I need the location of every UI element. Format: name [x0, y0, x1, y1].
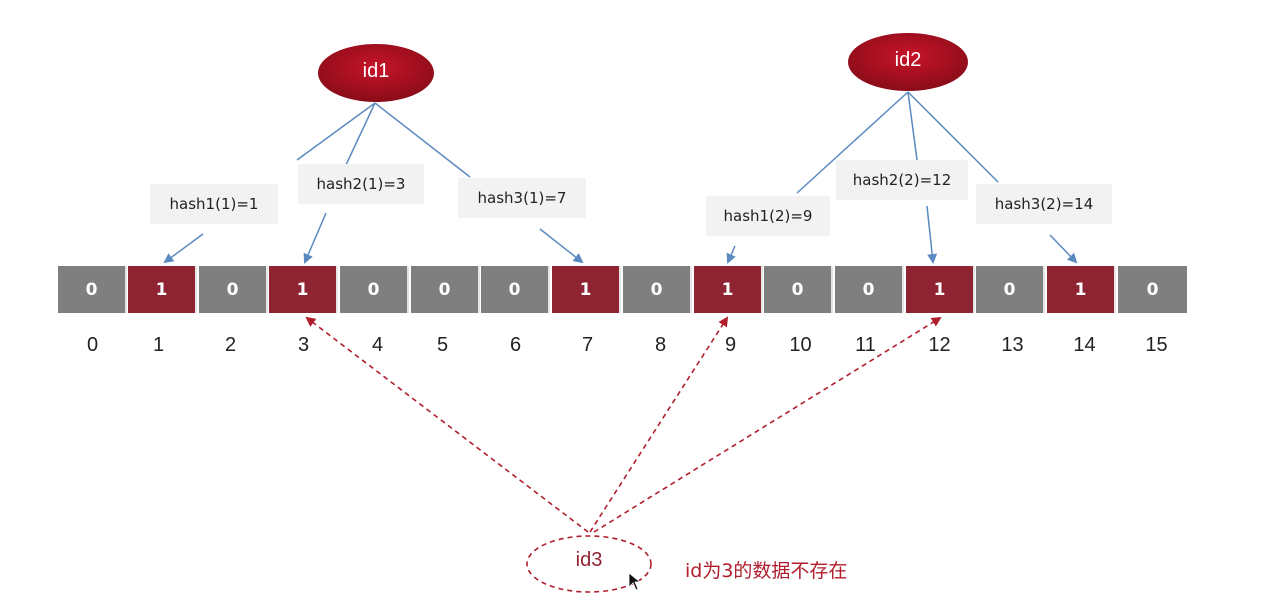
edge-id1-h1 [296, 102, 376, 161]
node-id3: id3 [575, 549, 603, 571]
bit-cell-11: 0 [835, 266, 904, 313]
arrow-to-bit7 [539, 228, 584, 264]
bit-cell-13: 0 [976, 266, 1045, 313]
dashed-arrow-to-bit12 [593, 316, 942, 533]
bit-index-1: 1 [152, 334, 165, 356]
bit-cell-8: 0 [623, 266, 692, 313]
bit-cell-10: 0 [764, 266, 833, 313]
node-id2: id2 [894, 49, 922, 71]
bit-index-14: 14 [1073, 334, 1096, 356]
bit-index-3: 3 [297, 334, 310, 356]
bit-index-13: 13 [1001, 334, 1024, 356]
edge-id1-h2 [344, 102, 376, 168]
bit-index-0: 0 [86, 334, 99, 356]
dashed-arrow-to-bit3 [305, 316, 589, 533]
arrow-to-bit1 [163, 233, 204, 264]
bit-index-2: 2 [224, 334, 237, 356]
edge-id2-h2 [907, 91, 918, 161]
bit-cell-5: 0 [411, 266, 480, 313]
edge-id2-h3 [907, 91, 999, 183]
bit-cell-7: 1 [552, 266, 621, 313]
arrow-to-bit9 [726, 245, 736, 264]
hash-label-h3-1: hash3(1)=7 [458, 178, 586, 218]
bit-cell-12: 1 [906, 266, 975, 313]
bit-index-4: 4 [371, 334, 384, 356]
hash-label-h1-1: hash1(1)=1 [150, 184, 278, 224]
bit-cell-1: 1 [128, 266, 197, 313]
hash-label-h2-2: hash2(2)=12 [836, 160, 968, 200]
cursor-icon [628, 572, 642, 591]
bit-index-9: 9 [724, 334, 737, 356]
bit-cell-4: 0 [340, 266, 409, 313]
bit-index-12: 12 [928, 334, 951, 356]
bit-index-5: 5 [436, 334, 449, 356]
node-id2-shape [848, 33, 968, 91]
hash-label-h3-2: hash3(2)=14 [976, 184, 1112, 224]
arrow-to-bit3 [303, 212, 327, 264]
hash-label-h2-1: hash2(1)=3 [298, 164, 424, 204]
note-text: id为3的数据不存在 [685, 560, 848, 582]
node-id3-shape [526, 535, 652, 593]
bit-cell-3: 1 [269, 266, 338, 313]
node-id1: id1 [362, 60, 390, 82]
hash-label-h1-2: hash1(2)=9 [706, 196, 830, 236]
edge-id1-h3 [374, 102, 471, 178]
arrow-to-bit12 [926, 205, 938, 264]
bit-index-8: 8 [654, 334, 667, 356]
bit-cell-9: 1 [694, 266, 763, 313]
bit-index-7: 7 [581, 334, 594, 356]
bit-index-6: 6 [509, 334, 522, 356]
bit-cell-15: 0 [1118, 266, 1187, 313]
arrow-to-bit14 [1049, 234, 1078, 264]
bit-cell-2: 0 [199, 266, 268, 313]
dashed-arrow-to-bit9 [589, 316, 729, 533]
bit-index-11: 11 [855, 334, 876, 356]
bit-cell-0: 0 [58, 266, 127, 313]
node-id1-shape [318, 44, 434, 102]
bit-index-10: 10 [789, 334, 812, 356]
bit-cell-6: 0 [481, 266, 550, 313]
bit-cell-14: 1 [1047, 266, 1116, 313]
edge-id2-h1 [796, 91, 909, 194]
bit-index-15: 15 [1145, 334, 1168, 356]
